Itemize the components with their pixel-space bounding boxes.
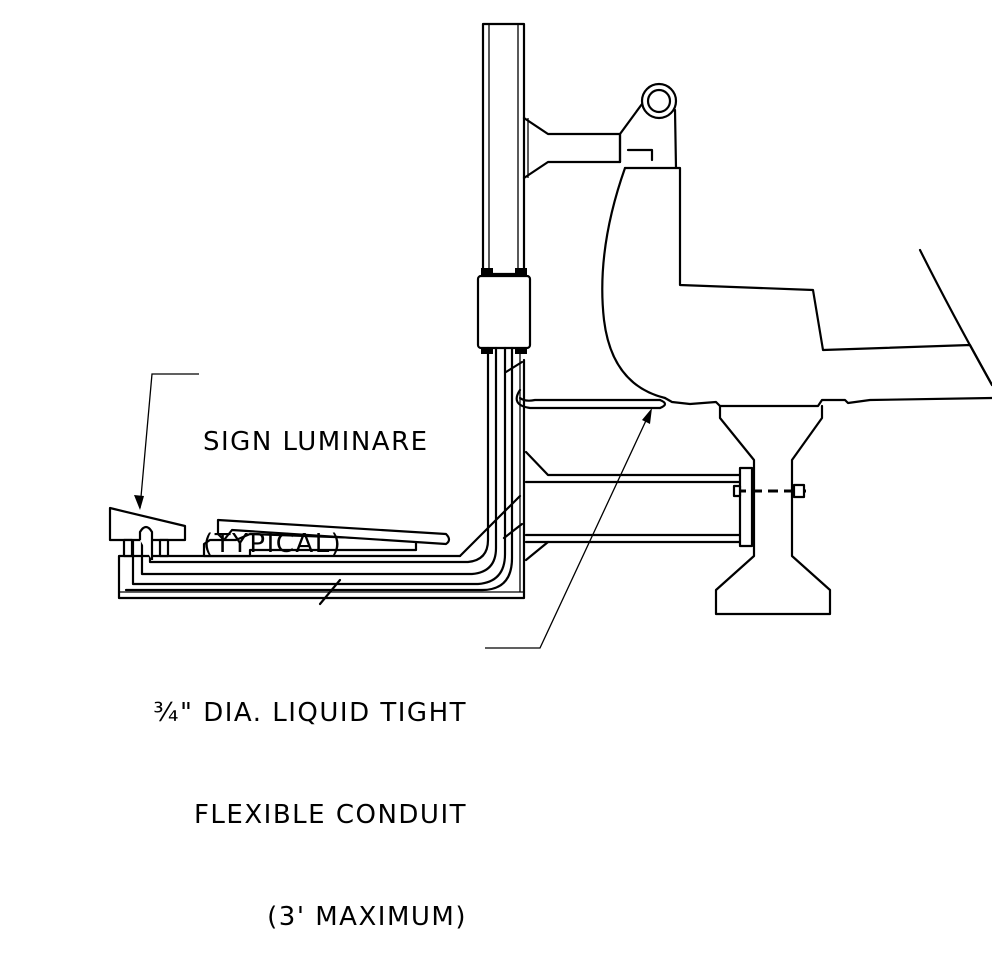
sign-panel bbox=[202, 518, 451, 558]
conduit-callout: ¾" DIA. LIQUID TIGHT FLEXIBLE CONDUIT (3… bbox=[153, 628, 467, 968]
sign-luminaire bbox=[108, 506, 187, 560]
girder bbox=[714, 404, 832, 616]
conduit-callout-line1: ¾" DIA. LIQUID TIGHT bbox=[153, 698, 467, 728]
conduit-callout-line2: FLEXIBLE CONDUIT bbox=[193, 800, 467, 830]
sign-luminaire-callout-line1: SIGN LUMINARE bbox=[203, 427, 429, 457]
conduit-callout-line3: (3' MAXIMUM) bbox=[267, 902, 467, 932]
junction-box bbox=[476, 274, 532, 350]
lower-bracket bbox=[524, 450, 806, 562]
sign-luminaire-mounting-detail bbox=[108, 22, 992, 649]
flexible-conduit bbox=[124, 346, 667, 606]
sign-luminaire-callout: SIGN LUMINARE (TYPICAL) bbox=[203, 357, 429, 595]
sign-luminaire-callout-line2: (TYPICAL) bbox=[203, 529, 343, 559]
leader-lines bbox=[134, 373, 652, 649]
bridge-barrier bbox=[601, 166, 992, 408]
upper-bracket bbox=[522, 82, 678, 180]
